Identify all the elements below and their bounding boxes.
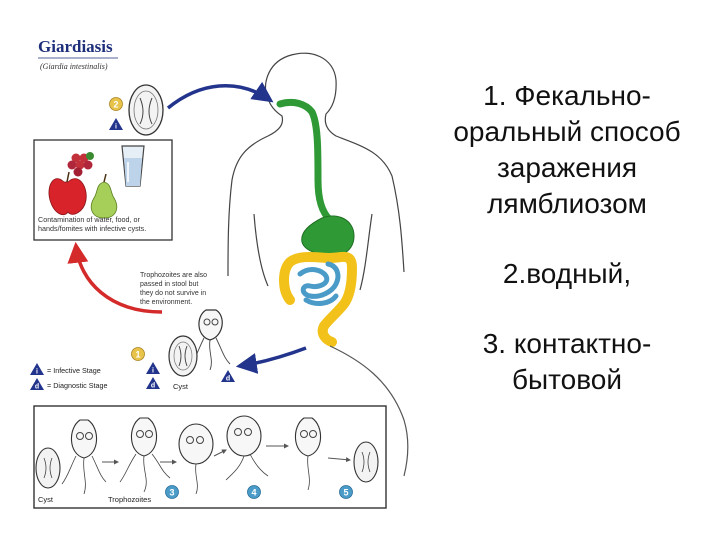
diagnostic-stage-marker-middle: d bbox=[146, 377, 160, 390]
small-intestine bbox=[297, 261, 341, 306]
infective-stage-marker-top: i bbox=[109, 118, 123, 131]
caption-line-3: заражения bbox=[496, 152, 638, 183]
trophozoite-note-line2: passed in stool but bbox=[140, 281, 198, 288]
svg-text:2: 2 bbox=[113, 100, 118, 110]
legend-diagnostic: d = Diagnostic Stage bbox=[30, 378, 108, 391]
caption-line-4: лямблиозом bbox=[487, 188, 647, 219]
trophozoite-note-line1: Trophozoites are also bbox=[140, 272, 207, 279]
ingestion-arrow bbox=[166, 81, 274, 110]
caption-spacer-2 bbox=[432, 292, 702, 326]
svg-text:3: 3 bbox=[169, 488, 174, 498]
svg-text:d: d bbox=[151, 383, 155, 390]
svg-text:i: i bbox=[36, 369, 38, 376]
svg-text:d: d bbox=[226, 376, 230, 383]
infective-stage-marker-middle: i bbox=[146, 362, 160, 375]
svg-text:i: i bbox=[115, 124, 117, 131]
caption-line-5: 2.водный, bbox=[502, 258, 632, 289]
human-body-outline bbox=[227, 52, 405, 291]
caption-line-1: 1. Фекально- bbox=[483, 80, 651, 111]
dividing-trophozoite-1 bbox=[178, 423, 214, 495]
contamination-text-line2: hands/fomites with infective cysts. bbox=[38, 224, 146, 233]
stomach bbox=[301, 215, 355, 257]
trophozoite-3 bbox=[294, 417, 322, 491]
cyst-middle bbox=[168, 335, 198, 377]
legend-infective: i = Infective Stage bbox=[30, 363, 101, 376]
svg-text:1: 1 bbox=[135, 350, 140, 360]
svg-text:i: i bbox=[152, 368, 154, 375]
excretion-arrow bbox=[235, 346, 307, 374]
caption-line-6: 3. контактно- bbox=[482, 328, 652, 359]
trophozoite-note-line4: the environment. bbox=[140, 299, 192, 306]
step-marker-2: 2 bbox=[109, 97, 123, 111]
legend-diagnostic-label: = Diagnostic Stage bbox=[47, 381, 108, 390]
esophagus bbox=[276, 98, 334, 224]
bottom-cyst-label: Cyst bbox=[38, 495, 54, 504]
bottom-cyst-right bbox=[353, 441, 379, 483]
svg-text:5: 5 bbox=[343, 488, 348, 498]
step-marker-5: 5 bbox=[339, 485, 353, 499]
diagram-title: Giardiasis bbox=[38, 37, 113, 56]
water-glass-icon bbox=[121, 145, 145, 187]
diagram-subtitle: (Giardia intestinalis) bbox=[40, 62, 108, 71]
diagnostic-stage-marker-right: d bbox=[221, 370, 235, 383]
stage-arrow-3 bbox=[213, 449, 227, 457]
caption-line-7: бытовой bbox=[511, 364, 623, 395]
bottom-trophozoites-label: Trophozoites bbox=[108, 495, 151, 504]
svg-text:4: 4 bbox=[251, 488, 256, 498]
step-marker-3: 3 bbox=[165, 485, 179, 499]
infective-cyst-top bbox=[128, 84, 164, 136]
stage-arrow-5 bbox=[327, 457, 351, 463]
excretion-line bbox=[329, 345, 409, 477]
step-marker-1: 1 bbox=[131, 347, 145, 361]
legend-infective-label: = Infective Stage bbox=[47, 366, 101, 375]
apple-icon bbox=[48, 171, 87, 216]
caption-spacer bbox=[432, 222, 702, 256]
trophozoite-2 bbox=[119, 417, 171, 493]
caption-line-2: оральный способ bbox=[453, 116, 681, 147]
contamination-text-line1: Contamination of water, food, or bbox=[38, 215, 140, 224]
trophozoite-middle bbox=[189, 309, 231, 371]
pear-icon bbox=[90, 173, 118, 219]
trophozoite-1 bbox=[61, 419, 107, 495]
bottom-cyst-left bbox=[35, 447, 61, 489]
dividing-trophozoite-2 bbox=[225, 415, 269, 481]
cyst-label: Cyst bbox=[173, 382, 189, 391]
step-marker-4: 4 bbox=[247, 485, 261, 499]
svg-text:d: d bbox=[35, 384, 39, 391]
trophozoite-note-line3: they do not survive in bbox=[140, 290, 206, 297]
raspberry-icon bbox=[67, 152, 94, 177]
caption-block: 1. Фекально- оральный способ заражения л… bbox=[432, 78, 702, 398]
large-intestine bbox=[279, 251, 358, 347]
contamination-arrow bbox=[67, 241, 163, 314]
